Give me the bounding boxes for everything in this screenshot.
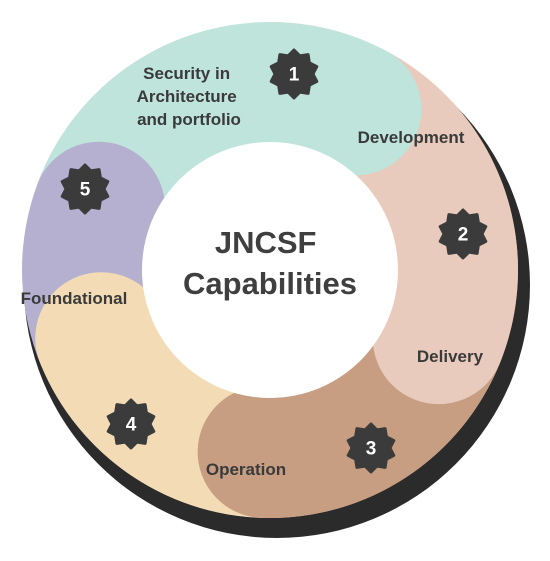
label-delivery: Delivery xyxy=(417,347,484,366)
number-badge-2: 2 xyxy=(438,208,488,260)
label-security-architecture: Security in Architecture and portfolio xyxy=(137,64,242,129)
badge-star-icon xyxy=(106,398,156,450)
number-badge-1: 1 xyxy=(269,48,319,100)
center-title-line-1: JNCSF xyxy=(215,225,317,260)
badge-star-icon xyxy=(346,422,396,474)
number-badge-3: 3 xyxy=(346,422,396,474)
label-development: Development xyxy=(358,128,465,147)
label-security-line-3: and portfolio xyxy=(137,110,241,129)
badge-number-2: 2 xyxy=(458,225,469,246)
center-title-line-2: Capabilities xyxy=(183,266,357,301)
badge-number-1: 1 xyxy=(289,65,300,86)
badge-number-4: 4 xyxy=(126,415,137,436)
label-security-line-2: Architecture xyxy=(137,87,237,106)
badge-star-icon xyxy=(438,208,488,260)
badge-star-icon xyxy=(60,163,110,215)
label-foundational: Foundational xyxy=(21,289,128,308)
label-operation: Operation xyxy=(206,460,286,479)
center-circle xyxy=(142,142,398,398)
badge-number-3: 3 xyxy=(366,439,377,460)
number-badge-5: 5 xyxy=(60,163,110,215)
center-title: JNCSF Capabilities xyxy=(183,225,357,301)
number-badge-4: 4 xyxy=(106,398,156,450)
label-security-line-1: Security in xyxy=(143,64,230,83)
segment-security-architecture xyxy=(36,22,422,231)
badge-number-5: 5 xyxy=(80,180,91,201)
badge-star-icon xyxy=(269,48,319,100)
